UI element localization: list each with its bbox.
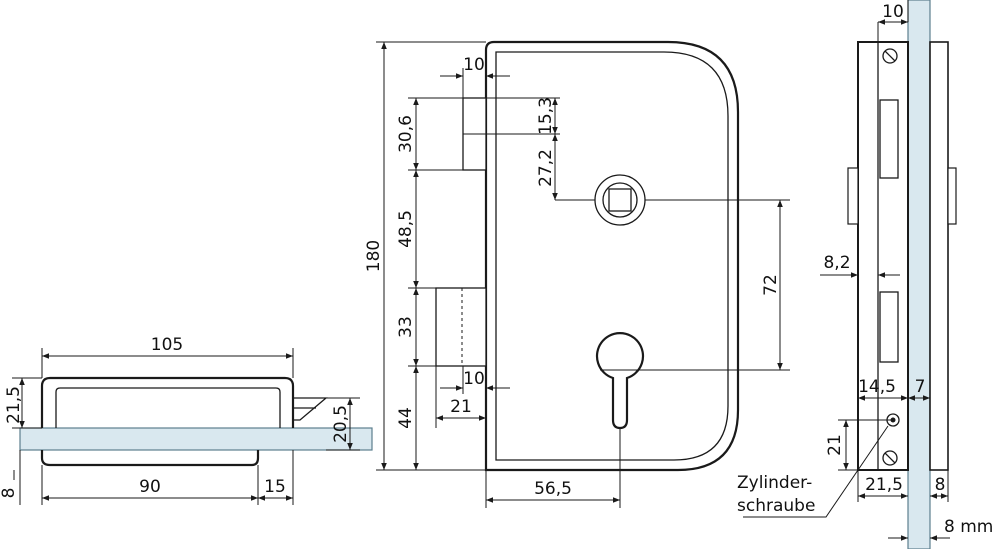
side-view-screw-bottom: [882, 450, 898, 466]
side-screw-height-label: 21: [825, 434, 845, 456]
front-top-offset-label: 10: [463, 55, 485, 75]
side-view: 10 8,2 14,5 7 21 21,5 8 8 mm Zylinder- s…: [737, 0, 993, 549]
top-offset-label: 15: [264, 477, 286, 497]
front-spindle-label: 27,2: [536, 149, 556, 187]
front-lower-offset-label: 10: [463, 369, 485, 389]
front-lower-inset-label: 21: [450, 397, 472, 417]
front-backset-label: 56,5: [534, 479, 572, 499]
front-view-case: [484, 40, 740, 472]
front-height-label: 180: [364, 240, 384, 272]
side-view-upper-slot: [879, 99, 899, 179]
callout-line-1: Zylinder-: [737, 473, 812, 493]
side-view-glass: [907, 0, 931, 549]
front-bottom-label: 44: [396, 407, 416, 429]
top-right-height-label: 20,5: [331, 405, 351, 443]
front-mid-label: 48,5: [396, 210, 416, 248]
side-edge-right-label: 7: [915, 377, 926, 397]
side-view-screw-top: [882, 48, 898, 64]
side-glass-top-label: 10: [882, 2, 904, 22]
front-view: 180 30,6 48,5 33 44 10 15,3 27,2 72: [364, 40, 790, 508]
top-height-label: 21,5: [4, 386, 24, 424]
front-upper-inset-label: 15,3: [536, 97, 556, 135]
side-edge-left-label: 14,5: [858, 377, 896, 397]
top-view-latch: [292, 397, 328, 421]
front-view-keyhole: [595, 332, 645, 430]
cylinder-screw-leader: [743, 425, 889, 518]
side-view-rear-plate: [929, 41, 949, 471]
top-length-label: 90: [139, 477, 161, 497]
callout-line-2: schraube: [737, 496, 815, 516]
front-upper-bolt-label: 30,6: [396, 115, 416, 153]
top-view: 105 21,5 20,5 8 90 15: [0, 335, 373, 505]
top-view-lock-body: [40, 376, 295, 428]
front-view-lower-bolt: [435, 287, 487, 367]
side-plate-depth-label: 8: [935, 475, 946, 495]
side-view-faceplate: [857, 41, 909, 471]
side-glass-bottom-label: 8 mm: [944, 517, 993, 537]
side-screw-offset-label: 21,5: [865, 475, 903, 495]
side-faceplate-label: 8,2: [823, 253, 850, 273]
front-center-distance-label: 72: [761, 274, 781, 296]
top-glass-thickness-label: 8: [0, 488, 19, 499]
side-view-lower-slot: [879, 291, 899, 363]
top-width-label: 105: [151, 335, 183, 355]
top-view-glass: [19, 427, 373, 451]
top-view-counter-plate: [40, 450, 260, 467]
front-lower-bolt-label: 33: [396, 316, 416, 338]
